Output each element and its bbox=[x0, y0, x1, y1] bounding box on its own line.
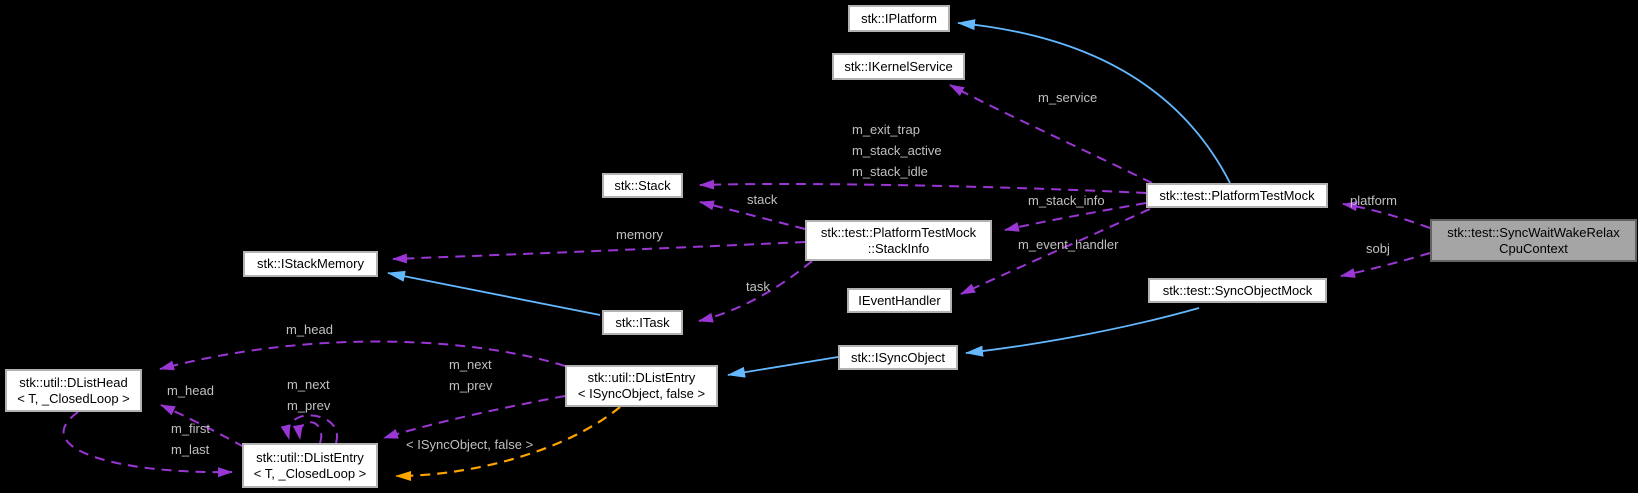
edge-member-platform bbox=[1342, 201, 1431, 229]
edge-template-instantiation bbox=[395, 406, 621, 481]
edge-label-m-last: m_last bbox=[171, 442, 210, 457]
edge-label-template-args: < ISyncObject, false > bbox=[406, 437, 534, 452]
node-isyncobject[interactable]: stk::ISyncObject bbox=[838, 345, 958, 370]
node-syncwaitwakerelaxcpucontext-current: stk::test::SyncWaitWakeRelax CpuContext bbox=[1430, 219, 1637, 262]
edge-member-self-loop-next bbox=[280, 414, 338, 444]
node-syncobjectmock[interactable]: stk::test::SyncObjectMock bbox=[1148, 278, 1327, 303]
edge-member-stack-trio bbox=[699, 179, 1147, 194]
edge-label-stack: stack bbox=[747, 192, 778, 207]
edge-inherit-platformtestmock-iplatform bbox=[957, 19, 1231, 184]
edge-label-m-next-right: m_next bbox=[449, 357, 492, 372]
edge-inherit-itask-istackmemory bbox=[387, 270, 601, 316]
node-itask[interactable]: stk::ITask bbox=[602, 310, 683, 335]
edge-label-m-first: m_first bbox=[171, 421, 210, 436]
edge-label-platform: platform bbox=[1350, 193, 1397, 208]
node-dlistentry-t[interactable]: stk::util::DListEntry < T, _ClosedLoop > bbox=[242, 443, 378, 488]
edge-member-sobj bbox=[1340, 252, 1431, 278]
edge-label-memory: memory bbox=[616, 227, 663, 242]
edge-label-task: task bbox=[746, 279, 770, 294]
edge-member-m-first-m-last bbox=[62, 411, 233, 478]
node-istackmemory[interactable]: stk::IStackMemory bbox=[243, 251, 378, 277]
edge-label-m-head-top: m_head bbox=[286, 322, 333, 337]
edge-member-m-head-short bbox=[160, 404, 245, 448]
edge-label-m-next-center: m_next bbox=[287, 377, 330, 392]
node-iplatform[interactable]: stk::IPlatform bbox=[848, 5, 950, 32]
edge-label-m-prev-center: m_prev bbox=[287, 398, 331, 413]
edge-member-m-event-handler bbox=[960, 208, 1151, 295]
edge-label-m-service: m_service bbox=[1038, 90, 1098, 105]
edge-member-m-next-m-prev-instance bbox=[383, 395, 566, 439]
edge-inherit-syncobjectmock-isyncobject bbox=[965, 307, 1200, 357]
node-ikernelservice[interactable]: stk::IKernelService bbox=[832, 53, 965, 80]
edge-label-m-stack-active: m_stack_active bbox=[852, 143, 942, 158]
edge-member-self-loop-prev bbox=[292, 421, 323, 444]
edge-member-m-stack-info bbox=[1004, 202, 1147, 232]
edge-label-m-prev-right: m_prev bbox=[449, 378, 493, 393]
edge-label-m-stack-idle: m_stack_idle bbox=[852, 164, 928, 179]
edge-label-m-event-handler: m_event_handler bbox=[1018, 237, 1119, 252]
edge-inherit-isyncobject-dlistentry bbox=[727, 356, 839, 378]
edge-label-m-exit-trap: m_exit_trap bbox=[852, 122, 920, 137]
edge-label-m-head-left: m_head bbox=[167, 383, 214, 398]
node-dlistentry-isyncobject[interactable]: stk::util::DListEntry < ISyncObject, fal… bbox=[565, 365, 718, 407]
node-platformtestmock[interactable]: stk::test::PlatformTestMock bbox=[1146, 183, 1328, 208]
edge-member-memory bbox=[392, 241, 806, 264]
node-ieventhandler[interactable]: IEventHandler bbox=[847, 288, 952, 313]
edge-member-stack bbox=[699, 200, 806, 230]
edge-label-m-stack-info: m_stack_info bbox=[1028, 193, 1105, 208]
node-dlisthead-t[interactable]: stk::util::DListHead < T, _ClosedLoop > bbox=[5, 369, 142, 412]
edge-member-m-head-long bbox=[159, 340, 566, 371]
node-platformtestmock-stackinfo[interactable]: stk::test::PlatformTestMock ::StackInfo bbox=[805, 220, 992, 261]
node-stack[interactable]: stk::Stack bbox=[602, 173, 683, 198]
edge-label-sobj: sobj bbox=[1366, 241, 1390, 256]
edge-member-task bbox=[698, 260, 813, 323]
